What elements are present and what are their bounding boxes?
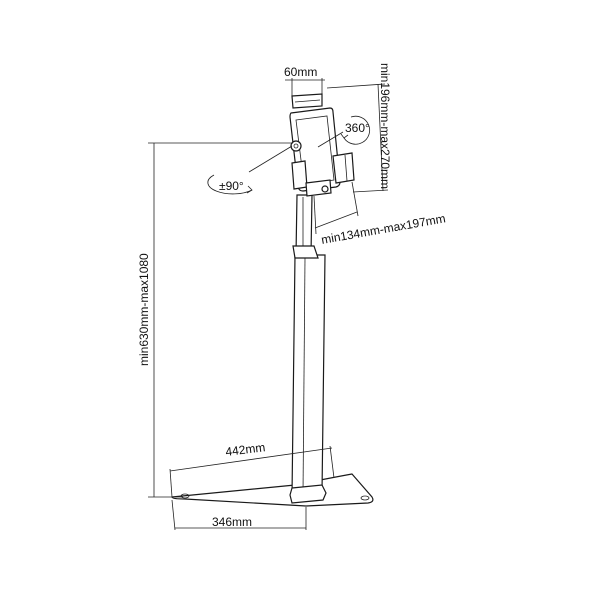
tablet-width-label: min134mm-max197mm bbox=[320, 211, 447, 247]
tilt-label: ±90° bbox=[219, 179, 244, 193]
pole bbox=[289, 194, 327, 504]
tilt-indicator: ±90° bbox=[207, 145, 293, 195]
dimension-holder-width: 60mm bbox=[284, 65, 325, 96]
base-plate bbox=[171, 473, 374, 507]
rotation-360-indicator: 360° bbox=[317, 115, 371, 148]
dimension-base-depth: 442mm bbox=[169, 440, 335, 498]
tablet-height-label: min196mm-max270mm bbox=[378, 63, 392, 189]
tablet-holder bbox=[289, 93, 355, 197]
dimension-base-width: 346mm bbox=[171, 499, 307, 531]
base-depth-label: 442mm bbox=[225, 440, 266, 459]
dimension-stand-height: min630mm-max1080 bbox=[137, 142, 293, 498]
base-width-label: 346mm bbox=[212, 515, 252, 529]
holder-width-label: 60mm bbox=[284, 65, 317, 79]
dimension-tablet-height: min196mm-max270mm bbox=[326, 63, 392, 193]
stand-height-label: min630mm-max1080 bbox=[137, 253, 151, 366]
rotation-360-label: 360° bbox=[345, 121, 370, 135]
dimension-tablet-width: min134mm-max197mm bbox=[313, 181, 447, 247]
